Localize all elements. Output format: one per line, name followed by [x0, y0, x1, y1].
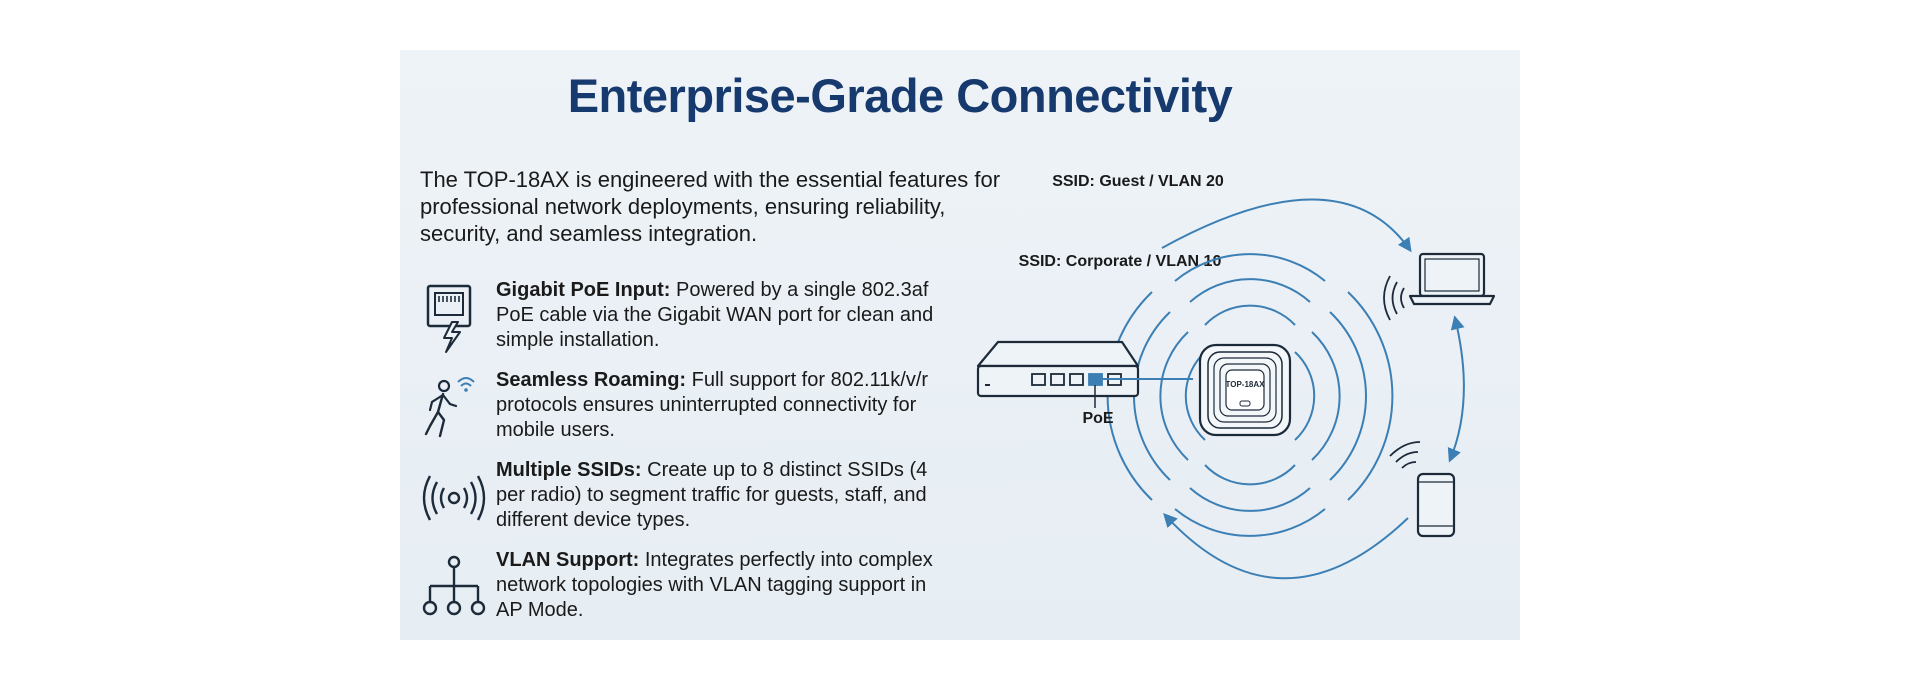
feature-multiple-ssids: Multiple SSIDs: Create up to 8 distinct … [400, 458, 927, 548]
infographic-panel: Enterprise-Grade Connectivity The TOP-18… [400, 50, 1520, 640]
intro-text: The TOP-18AX is engineered with the esse… [420, 167, 1001, 246]
phone-wifi-icon [1389, 441, 1421, 469]
walking-person-wifi-icon [424, 377, 475, 438]
feature-title: Seamless Roaming: [496, 369, 687, 391]
ssid-guest-label: SSID: Guest / VLAN 20 [1052, 173, 1224, 190]
broadcast-signal-icon [422, 475, 486, 521]
smartphone-icon [1416, 472, 1456, 538]
network-diagram: SSID: Guest / VLAN 20 SSID: Corporate / … [976, 173, 1496, 580]
roaming-arc-arrow [1163, 512, 1409, 580]
feature-description: Full support for 802.11k/v/r protocols e… [496, 369, 929, 441]
feature-vlan-support: VLAN Support: Integrates perfectly into … [400, 548, 933, 638]
poe-switch [976, 340, 1140, 398]
laptop-wifi-icon [1383, 275, 1405, 321]
feature-description: Powered by a single 802.3af PoE cable vi… [496, 279, 934, 351]
feature-title: Multiple SSIDs: [496, 459, 642, 481]
feature-gigabit-poe: Gigabit PoE Input: Powered by a single 8… [400, 278, 933, 368]
ap-model-label: TOP-18AX [1226, 380, 1266, 389]
ssid-corporate-label: SSID: Corporate / VLAN 10 [1019, 253, 1222, 270]
page-title: Enterprise-Grade Connectivity [567, 69, 1233, 122]
laptop-icon [1408, 252, 1496, 306]
access-point-device [1198, 343, 1292, 437]
poe-label: PoE [1082, 410, 1113, 427]
feature-title: VLAN Support: [496, 549, 640, 571]
ethernet-poe-icon [426, 284, 472, 353]
guest-arc-arrow [1161, 198, 1412, 253]
feature-description: Integrates perfectly into complex networ… [496, 549, 933, 621]
network-tree-icon [422, 555, 486, 616]
client-roaming-arrow [1447, 315, 1465, 463]
feature-title: Gigabit PoE Input: [496, 279, 671, 301]
feature-seamless-roaming: Seamless Roaming: Full support for 802.1… [400, 368, 928, 458]
feature-description: Create up to 8 distinct SSIDs (4 per rad… [496, 459, 928, 531]
